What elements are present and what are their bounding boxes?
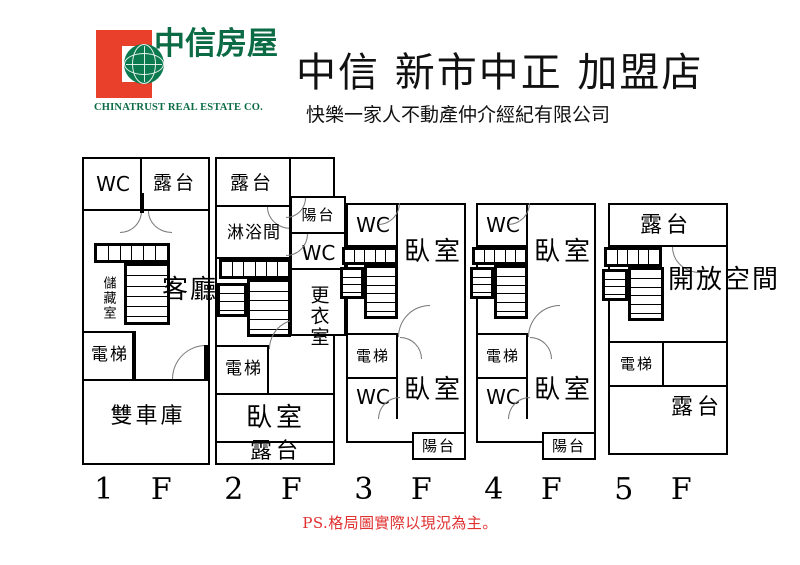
terrace-step-wall-5f: [664, 341, 727, 343]
label-storage-1f: 儲藏室: [100, 275, 116, 321]
header: 中信房屋 CHINATRUST REAL ESTATE CO. 中信 新市中正 …: [0, 0, 800, 140]
label-terrace-top-2f: 露台: [229, 171, 274, 194]
label-wc-lower-4f: WC: [486, 385, 520, 409]
logo-english-text: CHINATRUST REAL ESTATE CO.: [94, 102, 263, 113]
label-wc-1f: WC: [96, 172, 130, 196]
label-terrace-1f: 露台: [152, 171, 197, 194]
door-terrace-1f: [148, 211, 172, 233]
room-elevator-5f: [610, 341, 664, 385]
room-elevator-1f: [84, 331, 134, 379]
label-shower-2f: 淋浴間: [227, 222, 281, 243]
door-leaf-garage-1f: [204, 345, 208, 379]
page-title: 中信 新市中正 加盟店: [296, 50, 704, 96]
label-wc-2f: WC: [301, 241, 336, 265]
floor-plan-2f-east-wing: 陽台 WC 更衣室: [286, 196, 346, 348]
label-double-garage-1f: 雙車庫: [110, 404, 186, 429]
label-terrace-bottom-2f: 露台: [249, 439, 302, 464]
label-bedroom-upper-3f: 臥室: [404, 237, 465, 267]
room-bedroom-2f: [217, 393, 334, 441]
room-elevator-2f: [217, 345, 269, 393]
page-subtitle: 快樂一家人不動產仲介經紀有限公司: [306, 104, 611, 126]
label-balcony-4f: 陽台: [551, 436, 586, 455]
label-wc-lower-3f: WC: [356, 385, 390, 409]
room-wc-upper-4f: [478, 205, 528, 247]
room-balcony-4f: [542, 432, 596, 460]
room-balcony-2f: [292, 198, 345, 234]
label-elevator-1f: 電梯: [91, 344, 129, 365]
stairs-top-3f: [342, 247, 398, 265]
stairs-landing-2f: [217, 283, 247, 317]
door-wc-1f: [120, 211, 142, 233]
room-elevator-3f: [348, 333, 398, 377]
room-terrace-1f: [142, 159, 209, 211]
label-bedroom-2f: 臥室: [245, 403, 306, 433]
door-garage-1f: [172, 345, 206, 379]
label-terrace-top-5f: 露台: [639, 213, 692, 238]
stairs-top-5f: [604, 247, 662, 267]
label-bedroom-upper-4f: 臥室: [534, 237, 595, 267]
floor-label-5f: 5 F: [614, 472, 706, 507]
label-dressing-room-2f: 更衣室: [307, 284, 330, 348]
stairs-run-4f: [494, 265, 528, 319]
floor-label-3f: 3 F: [354, 472, 446, 507]
floor-plan-3f: WC 臥室 電梯 WC 臥室: [340, 203, 466, 443]
label-elevator-5f: 電梯: [619, 354, 654, 373]
label-living-room-1f: 客廳: [162, 275, 219, 305]
floor-label-1f: 1 F: [94, 472, 186, 507]
room-wc-2f: [292, 234, 345, 270]
floor-plan-4f: WC 臥室 電梯 WC 臥室: [470, 203, 596, 443]
stairs-run-3f: [364, 265, 398, 319]
room-balcony-3f: [412, 432, 466, 460]
door-bedroom-lower-4f: [528, 305, 560, 337]
room-elevator-4f: [478, 333, 528, 377]
door-bedroom-lower-3f: [398, 305, 430, 337]
label-balcony-2f: 陽台: [301, 205, 336, 224]
room-terrace-bottom-2f: [217, 441, 334, 465]
room-wc-1f: [84, 159, 142, 211]
stairs-landing-4f: [470, 267, 494, 299]
label-terrace-bottom-5f: 露台: [670, 395, 723, 420]
stairs-run-1f: [124, 263, 170, 325]
room-double-garage-1f: [84, 379, 209, 465]
stairs-top-4f: [472, 247, 528, 265]
stairs-top-1f: [94, 243, 170, 263]
label-elevator-3f: 電梯: [355, 346, 390, 365]
label-bedroom-lower-3f: 臥室: [404, 375, 465, 405]
room-wc-upper-3f: [348, 205, 398, 247]
floor-plan-5f: 露台 開放空間 電梯 露台: [602, 203, 781, 455]
stairs-run-5f: [628, 267, 664, 321]
logo-mark-icon: [96, 30, 204, 98]
stairs-top-2f: [219, 259, 291, 279]
label-elevator-4f: 電梯: [485, 346, 520, 365]
floor-label-4f: 4 F: [484, 472, 576, 507]
room-terrace-bottom-5f: [610, 385, 727, 455]
stairs-landing-5f: [602, 269, 628, 301]
label-open-space-5f: 開放空間: [668, 265, 781, 295]
room-terrace-top-5f: [610, 205, 727, 247]
door-hall-4f: [530, 337, 552, 359]
floor-label-2f: 2 F: [224, 472, 316, 507]
label-balcony-3f: 陽台: [421, 436, 456, 455]
globe-icon: [124, 44, 164, 84]
label-elevator-2f: 電梯: [225, 358, 263, 379]
label-bedroom-lower-4f: 臥室: [534, 375, 595, 405]
stairs-landing-3f: [340, 267, 364, 299]
door-leaf-wc-1f: [140, 193, 144, 213]
disclaimer-note: PS.格局圖實際以現況為主。: [302, 514, 498, 532]
floor-plan-1f: WC 露台 儲藏室 客廳 電梯 雙車庫: [82, 157, 219, 465]
door-hall-3f: [400, 337, 422, 359]
room-elevator-wall-1f: [134, 331, 136, 379]
room-terrace-top-2f: [217, 159, 291, 207]
